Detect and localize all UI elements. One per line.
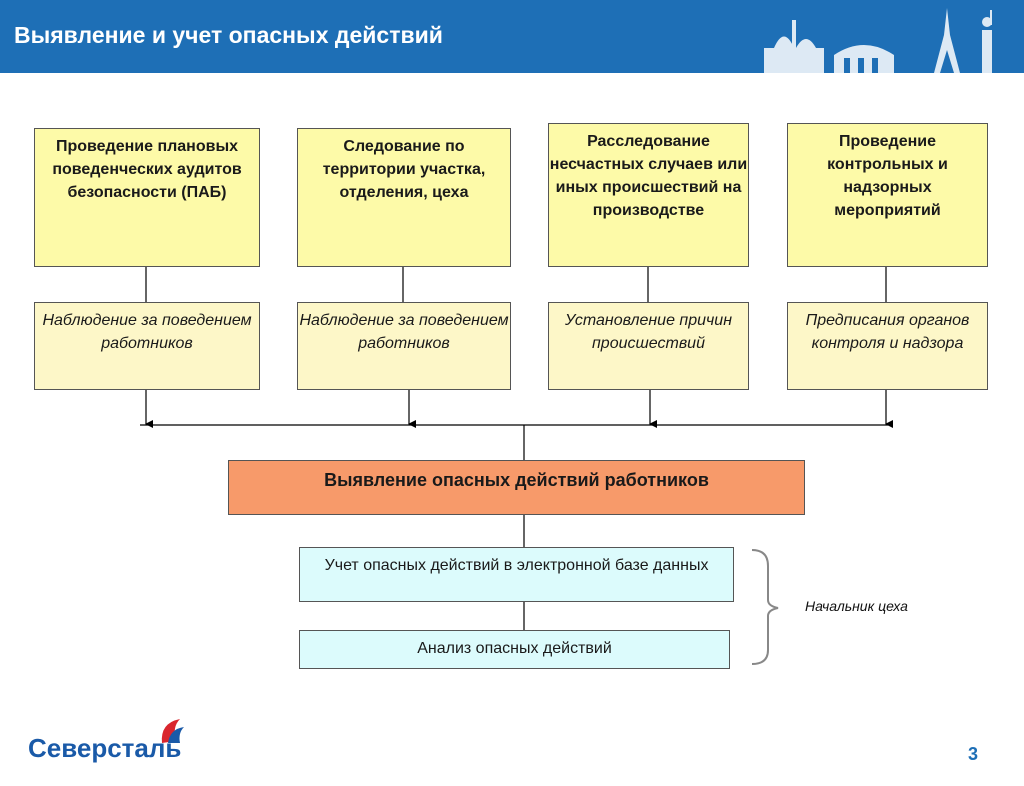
territory-walk-box: Следование по территории участка, отделе… — [297, 128, 511, 267]
responsible-label: Начальник цеха — [805, 598, 908, 614]
logo-text: Северсталь — [28, 733, 182, 763]
severstal-logo: Северсталь — [28, 715, 208, 775]
analysis-box: Анализ опасных действий — [299, 630, 730, 669]
observation-box-2: Наблюдение за поведением работников — [297, 302, 511, 390]
city-skyline-icon — [764, 8, 992, 73]
unsafe-acts-detection-box: Выявление опасных действий работников — [228, 460, 805, 515]
regulator-orders-box: Предписания органов контроля и надзора — [787, 302, 988, 390]
planned-audits-box: Проведение плановых поведенческих аудито… — [34, 128, 260, 267]
control-events-box: Проведение контрольных и надзорных мероп… — [787, 123, 988, 267]
incident-investigation-box: Расследование несчастных случаев или ины… — [548, 123, 749, 267]
logo-mark-icon — [161, 719, 184, 743]
observation-box-1: Наблюдение за поведением работников — [34, 302, 260, 390]
header-bar: Выявление и учет опасных действий — [0, 0, 1024, 73]
page-number: 3 — [968, 744, 979, 764]
database-record-box: Учет опасных действий в электронной базе… — [299, 547, 734, 602]
page-title: Выявление и учет опасных действий — [14, 22, 443, 48]
cause-finding-box: Установление причин происшествий — [548, 302, 749, 390]
